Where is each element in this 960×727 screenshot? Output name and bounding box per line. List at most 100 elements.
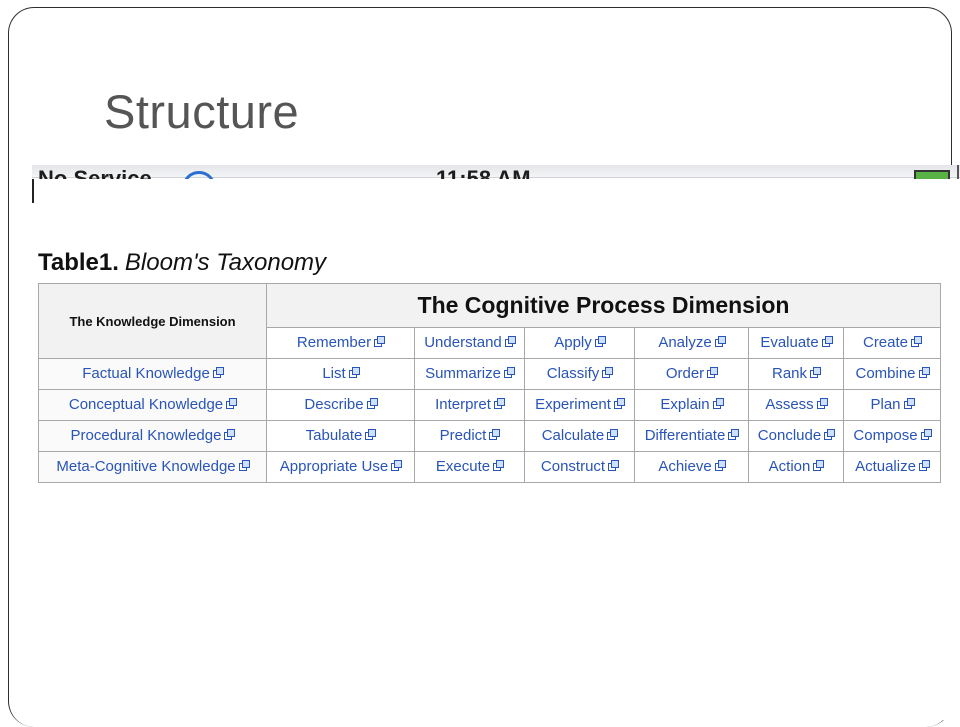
row-header-link[interactable]: Factual Knowledge (82, 365, 224, 382)
external-link-icon (728, 429, 740, 440)
bloom-taxonomy-table: The Knowledge Dimension The Cognitive Pr… (38, 283, 941, 483)
external-link-icon (224, 429, 236, 440)
table-cell-link[interactable]: Plan (870, 396, 915, 413)
table-cell-label: Describe (304, 396, 364, 413)
column-header-row: Remember Understand Apply Analyze Evaluate Cr… (39, 327, 941, 359)
external-link-icon (374, 336, 386, 347)
table-cell-label: Tabulate (305, 427, 363, 444)
table-cell-link[interactable]: Classify (546, 365, 614, 382)
column-header-remember: Remember (266, 327, 415, 359)
column-link-analyze[interactable]: Analyze (658, 334, 726, 351)
embedded-screenshot: No Service 11:58 AM Table1.Bloom's Taxon… (32, 165, 960, 720)
external-link-icon (493, 460, 505, 471)
table-row: Meta-Cognitive Knowledge Appropriate Use E… (38, 451, 941, 483)
table-cell-link[interactable]: Combine (855, 365, 930, 382)
table-caption: Table1.Bloom's Taxonomy (38, 249, 326, 277)
external-link-icon (607, 429, 619, 440)
external-link-icon (366, 398, 378, 409)
table-cell-label: Actualize (855, 458, 916, 475)
column-header-create: Create (843, 327, 941, 359)
table-cell-link[interactable]: Describe (304, 396, 378, 413)
table-cell-link[interactable]: Conclude (757, 427, 836, 444)
table-cell-link[interactable]: Order (666, 365, 719, 382)
table-cell-link[interactable]: Assess (765, 396, 828, 413)
column-link-apply[interactable]: Apply (554, 334, 606, 351)
table-cell-cell: Action (748, 451, 844, 483)
table-cell-label: Classify (546, 365, 600, 382)
table-cell-link[interactable]: Compose (853, 427, 932, 444)
column-link-understand[interactable]: Understand (424, 334, 516, 351)
external-link-icon (503, 367, 515, 378)
table-cell-link[interactable]: Summarize (425, 365, 515, 382)
table-cell-label: Summarize (425, 365, 501, 382)
table-cell-label: Differentiate (644, 427, 726, 444)
table-cell-link[interactable]: Actualize (855, 458, 930, 475)
status-bar: No Service 11:58 AM (32, 165, 960, 203)
column-link-label: Analyze (658, 334, 712, 351)
table-cell-cell: Calculate (524, 420, 635, 452)
status-right-edge (957, 165, 959, 179)
table-row: Factual Knowledge List Summarize Classify Or… (38, 358, 941, 390)
column-link-evaluate[interactable]: Evaluate (760, 334, 833, 351)
row-header-link[interactable]: Meta-Cognitive Knowledge (56, 458, 250, 475)
table-cell-link[interactable]: Execute (436, 458, 505, 475)
table-cell-link[interactable]: Experiment (535, 396, 625, 413)
table-cell-cell: Classify (524, 358, 635, 390)
table-cell-cell: List (266, 358, 415, 390)
table-cell-cell: Experiment (524, 389, 635, 421)
table-cell-label: Appropriate Use (279, 458, 389, 475)
table-cell-cell: Achieve (634, 451, 749, 483)
table-cell-link[interactable]: Predict (440, 427, 501, 444)
row-header-label: Factual Knowledge (82, 365, 210, 382)
table-cell-cell: Conclude (748, 420, 844, 452)
table-cell-link[interactable]: List (322, 365, 360, 382)
external-link-icon (348, 367, 360, 378)
external-link-icon (391, 460, 403, 471)
table-cell-cell: Assess (748, 389, 844, 421)
external-link-icon (707, 367, 719, 378)
table-cell-link[interactable]: Action (768, 458, 825, 475)
table-cell-label: Compose (853, 427, 918, 444)
external-link-icon (714, 460, 726, 471)
row-header-link[interactable]: Procedural Knowledge (71, 427, 236, 444)
table-cell-link[interactable]: Rank (772, 365, 822, 382)
table-cell-cell: Execute (414, 451, 525, 483)
table-cell-link[interactable]: Tabulate (305, 427, 377, 444)
status-cover (32, 179, 960, 203)
table-cell-label: Action (768, 458, 811, 475)
external-link-icon (493, 398, 505, 409)
table-cell-link[interactable]: Calculate (541, 427, 619, 444)
external-link-icon (821, 336, 833, 347)
column-link-label: Understand (424, 334, 502, 351)
external-link-icon (238, 460, 250, 471)
external-link-icon (608, 460, 620, 471)
external-link-icon (824, 429, 836, 440)
table-cell-link[interactable]: Explain (660, 396, 724, 413)
table-cell-cell: Compose (843, 420, 941, 452)
table-cell-label: Calculate (541, 427, 605, 444)
column-header-understand: Understand (414, 327, 525, 359)
column-link-remember[interactable]: Remember (297, 334, 386, 351)
table-caption-text: Bloom's Taxonomy (124, 249, 327, 276)
row-header-cell: Conceptual Knowledge (38, 389, 267, 421)
table-cell-cell: Plan (843, 389, 941, 421)
external-link-icon (816, 398, 828, 409)
external-link-icon (813, 460, 825, 471)
column-link-create[interactable]: Create (863, 334, 923, 351)
table-cell-link[interactable]: Construct (541, 458, 620, 475)
table-cell-link[interactable]: Appropriate Use (279, 458, 403, 475)
status-band (32, 165, 960, 178)
cognitive-process-dimension-header: The Cognitive Process Dimension (266, 283, 941, 328)
column-header-evaluate: Evaluate (748, 327, 844, 359)
table-cell-label: Combine (855, 365, 916, 382)
table-cell-label: Conclude (757, 427, 822, 444)
external-link-icon (504, 336, 516, 347)
external-link-icon (365, 429, 377, 440)
table-cell-link[interactable]: Interpret (435, 396, 505, 413)
external-link-icon (602, 367, 614, 378)
row-header-link[interactable]: Conceptual Knowledge (69, 396, 238, 413)
table-cell-cell: Tabulate (266, 420, 415, 452)
table-cell-link[interactable]: Differentiate (644, 427, 740, 444)
table-cell-link[interactable]: Achieve (658, 458, 726, 475)
external-link-icon (212, 367, 224, 378)
